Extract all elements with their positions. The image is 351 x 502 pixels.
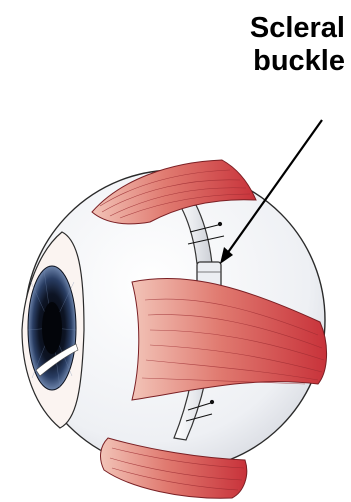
label-line-2: buckle	[205, 45, 345, 78]
label-line-1: Scleral	[205, 12, 345, 45]
pupil	[42, 302, 62, 354]
scleral-buckle-label: Scleral buckle	[205, 12, 345, 78]
